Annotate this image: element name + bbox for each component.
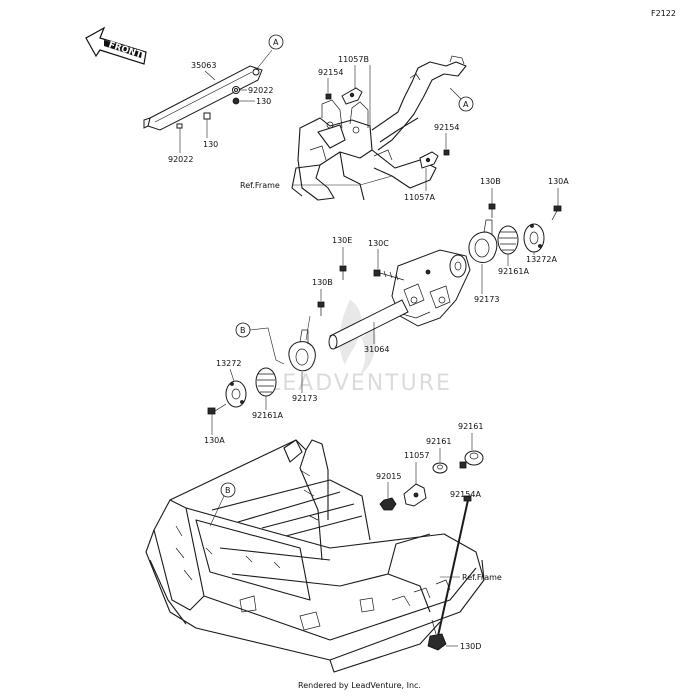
- part-130D-bolt: [427, 619, 447, 651]
- label-11057B: 11057B: [338, 55, 369, 64]
- part-130A-left-bolt: [207, 403, 227, 415]
- part-13272-flange: [225, 380, 247, 408]
- label-130D: 130D: [460, 642, 481, 651]
- callout-b-mid: B: [235, 322, 285, 365]
- part-92161-washer: [432, 462, 448, 474]
- part-11057-bracket: [403, 483, 427, 507]
- footer-credit: Rendered by LeadVenture, Inc.: [298, 681, 421, 690]
- part-92161A-right-bushing: [497, 225, 519, 255]
- callout-a-label: A: [273, 38, 279, 47]
- label-130E: 130E: [332, 236, 352, 245]
- part-130C-bolt: [373, 269, 405, 281]
- part-11057A-bracket: [419, 151, 439, 169]
- label-130A-right: 130A: [548, 177, 569, 186]
- callout-b-bottom-label: B: [225, 486, 231, 495]
- part-92173-left-clamp: [288, 329, 316, 372]
- part-92015-nut: [379, 497, 397, 511]
- label-92154-left: 92154: [318, 68, 343, 77]
- part-11057B-bracket: [341, 87, 363, 105]
- figure-code: F2122: [651, 9, 676, 18]
- part-130E-bolt: [339, 265, 347, 280]
- label-92161-top: 92161: [458, 422, 483, 431]
- callout-a-right-label: A: [463, 100, 469, 109]
- label-130-top: 130: [256, 97, 271, 106]
- label-31064: 31064: [364, 345, 389, 354]
- label-92161A-right: 92161A: [498, 267, 529, 276]
- upper-frame: [291, 55, 467, 201]
- label-13272A: 13272A: [526, 255, 557, 264]
- part-130A-right-bolt: [551, 205, 562, 221]
- part-130B-left-bolt: [317, 301, 325, 316]
- label-ref-frame-top: Ref.Frame: [240, 181, 280, 190]
- label-130B-right: 130B: [480, 177, 501, 186]
- label-130B-left: 130B: [312, 278, 333, 287]
- part-35063-rail: [143, 65, 263, 131]
- part-92161A-left-bushing: [255, 367, 277, 397]
- front-arrow-icon: FRONT: [85, 26, 147, 65]
- label-130A-left: 130A: [204, 436, 225, 445]
- label-11057: 11057: [404, 451, 429, 460]
- part-92154A-long-bolt: [437, 495, 472, 637]
- label-130C: 130C: [368, 239, 389, 248]
- part-130B-right-bolt: [488, 203, 496, 218]
- callout-a-top: A: [255, 34, 284, 71]
- callout-b-label: B: [240, 326, 246, 335]
- callout-b-bottom: B: [209, 482, 236, 527]
- label-11057A: 11057A: [404, 193, 435, 202]
- part-92173-right-clamp: [468, 219, 498, 263]
- part-92154-right-bolt: [443, 149, 450, 156]
- label-35063: 35063: [191, 61, 216, 70]
- label-92022-top: 92022: [248, 86, 273, 95]
- label-13272: 13272: [216, 359, 241, 368]
- label-92161A-left: 92161A: [252, 411, 283, 420]
- label-92154-right: 92154: [434, 123, 459, 132]
- part-31064-shaft: [328, 299, 409, 350]
- label-92015: 92015: [376, 472, 401, 481]
- part-92154-left-bolt: [325, 93, 332, 100]
- label-92154A: 92154A: [450, 490, 481, 499]
- part-13272A-flange: [523, 223, 545, 253]
- part-92161-top-mount: [459, 450, 484, 469]
- label-92173-right: 92173: [474, 295, 499, 304]
- label-ref-frame-bottom: Ref.Frame: [462, 573, 502, 582]
- lower-frame: [145, 439, 485, 673]
- watermark-text: LEADVENTURE: [268, 371, 452, 396]
- callout-a-right: A: [449, 87, 474, 112]
- label-130-bottom: 130: [203, 140, 218, 149]
- label-92173-left: 92173: [292, 394, 317, 403]
- label-92022-bottom: 92022: [168, 155, 193, 164]
- label-92161: 92161: [426, 437, 451, 446]
